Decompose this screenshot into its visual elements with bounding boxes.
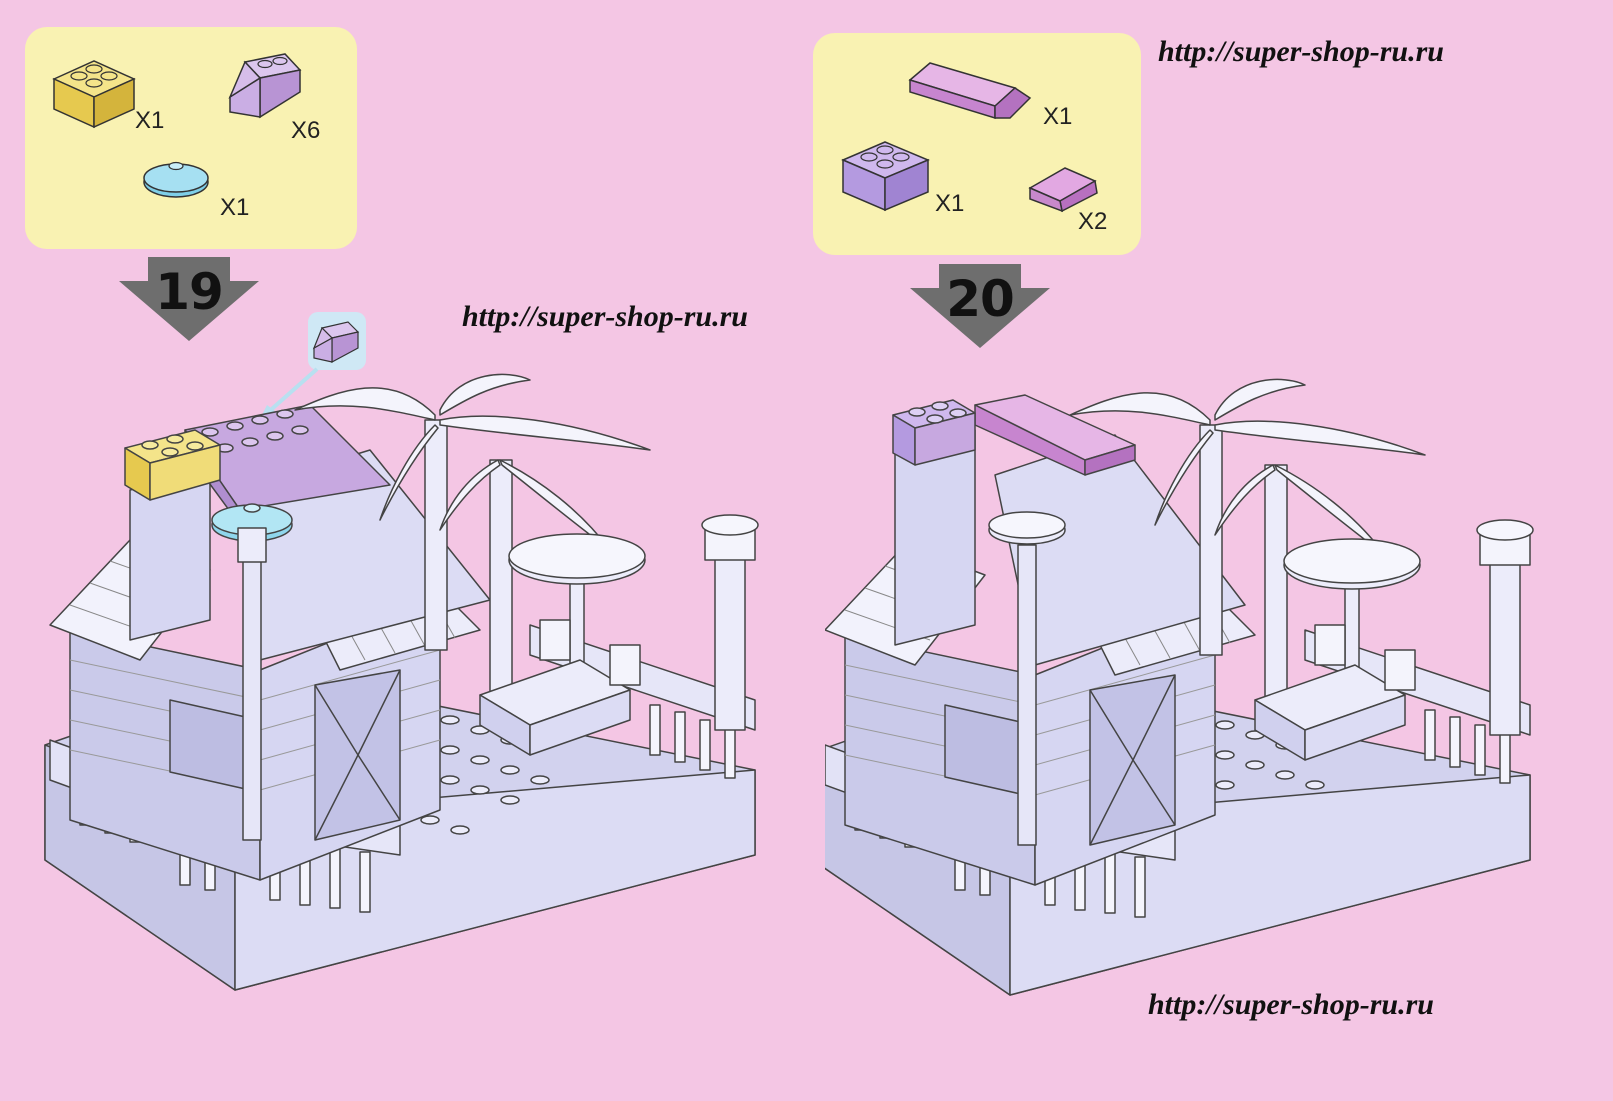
- parts-panel-step-20: X1 X1 X2: [813, 33, 1141, 255]
- callout-lilac-slope: [308, 312, 366, 370]
- qty-lilac-brick: X1: [935, 190, 965, 217]
- qty-purple-ridge: X1: [1043, 103, 1073, 130]
- step-number-19: 19: [155, 263, 224, 321]
- step-marker-19: 19: [114, 255, 264, 345]
- watermark-top-right: http://super-shop-ru.ru: [1158, 35, 1444, 68]
- qty-purple-small-slope: X2: [1078, 208, 1108, 235]
- lilac-brick-icon: [841, 141, 930, 212]
- step-marker-20: 20: [905, 262, 1055, 352]
- down-arrow-icon: [119, 257, 259, 341]
- qty-lilac-slope: X6: [291, 117, 321, 144]
- qty-cyan-dish: X1: [220, 194, 250, 221]
- watermark-bottom-right: http://super-shop-ru.ru: [1148, 988, 1434, 1021]
- qty-yellow-brick: X1: [135, 107, 165, 134]
- down-arrow-icon: [910, 264, 1050, 348]
- purple-ridge-icon: [908, 62, 1032, 120]
- model-step-20: [825, 378, 1534, 996]
- lilac-slope-icon: [228, 53, 302, 119]
- watermark-middle: http://super-shop-ru.ru: [462, 300, 748, 333]
- model-step-19: [44, 373, 759, 991]
- step-number-20: 20: [946, 270, 1015, 328]
- cyan-dish-icon: [143, 161, 209, 198]
- parts-panel-step-19: X1 X6 X1: [25, 27, 357, 249]
- purple-small-slope-icon: [1028, 167, 1098, 213]
- yellow-brick-icon: [52, 60, 136, 129]
- lilac-slope-icon: [312, 321, 360, 364]
